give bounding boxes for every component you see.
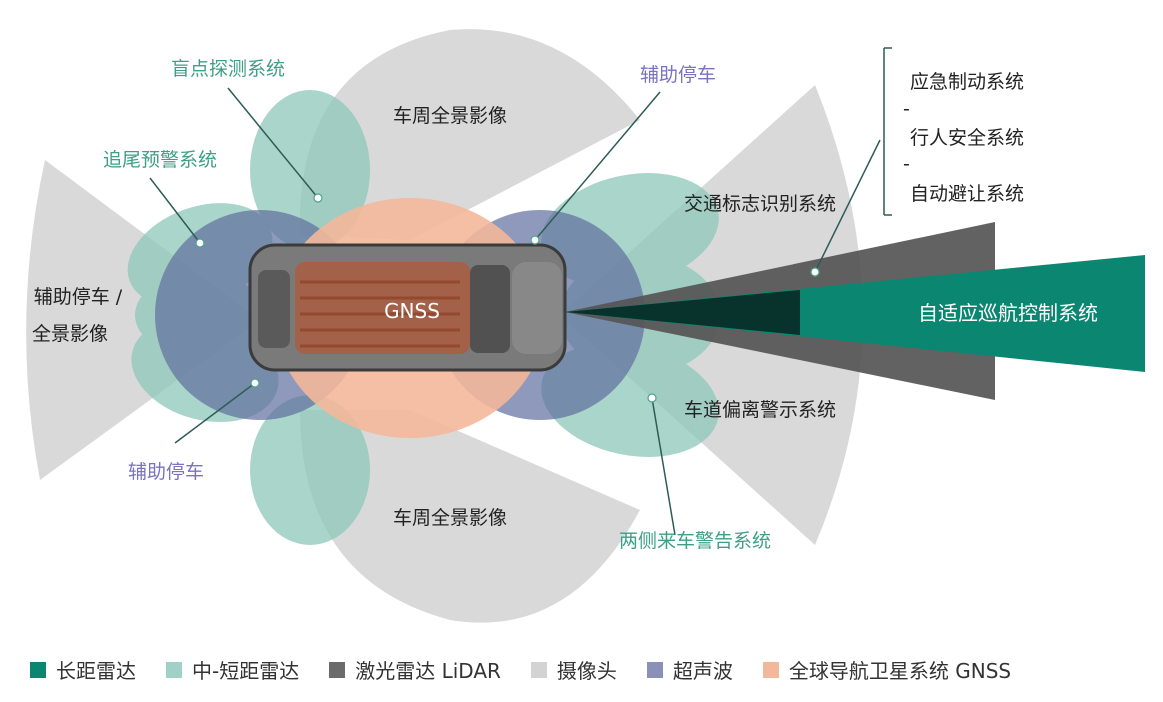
legend-item-mid-short-radar: 中-短距雷达 (166, 655, 299, 684)
car-hood (512, 262, 562, 354)
label-traffic-sign: 交通标志识别系统 (684, 193, 836, 215)
lidar-system-3: 自动避让系统 (910, 183, 1024, 205)
legend-label-gnss: 全球导航卫星系统 GNSS (788, 659, 1012, 683)
legend-swatch-long-range-radar (30, 661, 46, 678)
legend-label-mid-short-radar: 中-短距雷达 (192, 659, 300, 683)
legend-swatch-lidar (329, 661, 346, 678)
label-rear-warning: 追尾预警系统 (103, 149, 217, 171)
gnss-center-label: GNSS (384, 299, 440, 323)
label-lane-departure: 车道偏离警示系统 (684, 399, 836, 421)
legend-item-lidar: 激光雷达 LiDAR (329, 655, 501, 684)
legend-item-camera: 摄像头 (530, 655, 617, 684)
leader-dots (195, 193, 820, 403)
car-top-view (248, 243, 567, 372)
legend-label-lidar: 激光雷达 LiDAR (355, 659, 501, 683)
label-park-rear: 辅助停车 (128, 461, 204, 483)
long-range-radar-core (565, 290, 800, 335)
lidar-separator-2: - (903, 153, 910, 175)
radar-top-left-lobe (250, 90, 370, 250)
lidar-system-1: 应急制动系统 (910, 71, 1024, 93)
legend-item-gnss: 全球导航卫星系统 GNSS (762, 655, 1012, 684)
label-bottom-view: 车周全景影像 (393, 507, 507, 529)
label-left-side-line2: 全景影像 (32, 323, 108, 345)
legend: 长距雷达 中-短距雷达 激光雷达 LiDAR 摄像头 超声波 全球导航卫星系统 … (30, 655, 1041, 684)
car-rear-window (258, 270, 290, 348)
label-top-view: 车周全景影像 (393, 105, 507, 127)
radar-bottom-left-lobe (250, 395, 370, 545)
legend-item-long-range-radar: 长距雷达 (30, 655, 136, 684)
lidar-system-2: 行人安全系统 (910, 127, 1024, 149)
legend-swatch-ultrasonic (646, 661, 663, 678)
label-park-front: 辅助停车 (640, 64, 716, 86)
label-cross-traffic: 两侧来车警告系统 (619, 530, 771, 552)
legend-swatch-gnss (762, 661, 779, 678)
legend-label-long-range-radar: 长距雷达 (56, 659, 136, 683)
legend-swatch-mid-short-radar (166, 661, 182, 678)
label-acc: 自适应巡航控制系统 (918, 301, 1098, 325)
leader-lines (149, 47, 892, 536)
car-roof (295, 262, 470, 354)
legend-label-ultrasonic: 超声波 (672, 659, 733, 683)
label-left-side-line1: 辅助停车 / (34, 286, 123, 308)
lidar-separator-1: - (903, 98, 910, 120)
legend-swatch-camera (530, 661, 547, 678)
legend-label-camera: 摄像头 (556, 659, 617, 683)
camera-top-sector (299, 29, 640, 240)
car-windshield (470, 265, 510, 353)
label-blind-spot: 盲点探测系统 (171, 58, 285, 80)
legend-item-ultrasonic: 超声波 (646, 655, 733, 684)
camera-bottom-sector (300, 410, 640, 623)
long-range-radar-beam (565, 255, 1145, 372)
